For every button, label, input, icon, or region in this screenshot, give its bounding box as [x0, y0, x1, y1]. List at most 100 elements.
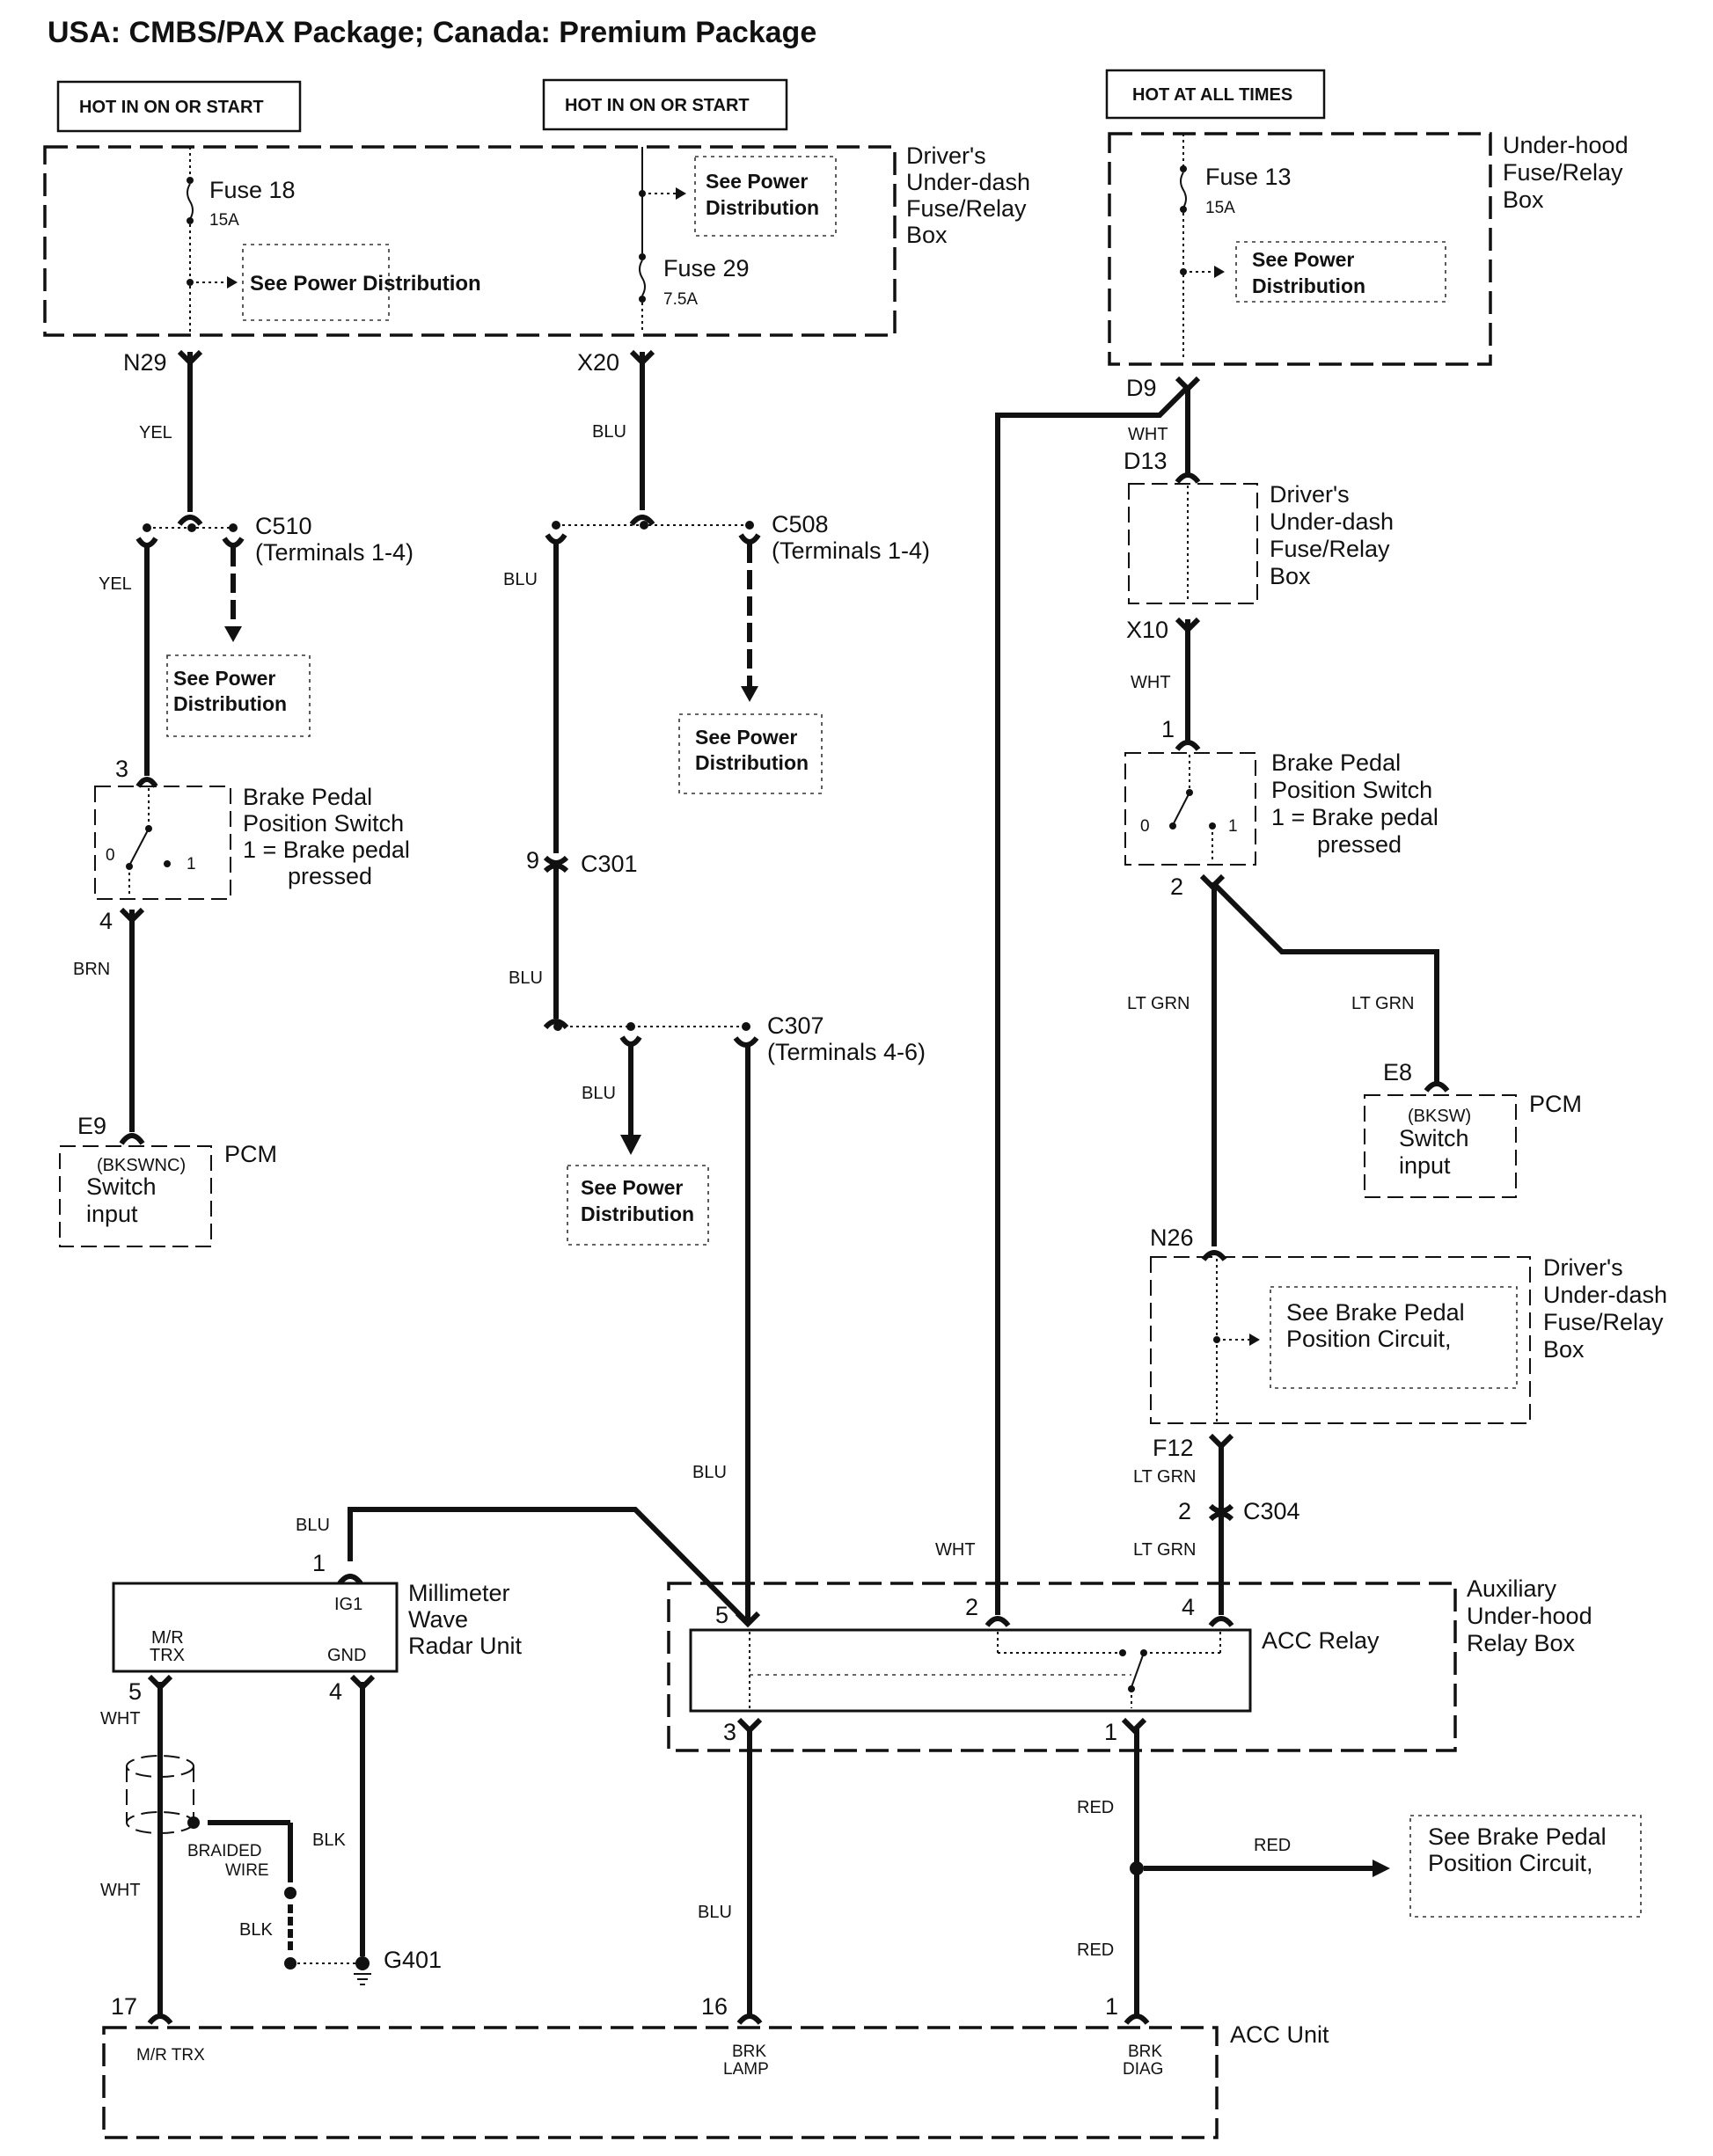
power-source-right: HOT AT ALL TIMES: [1105, 69, 1326, 120]
svg-text:C301: C301: [581, 851, 638, 877]
svg-text:Fuse 13: Fuse 13: [1205, 164, 1292, 190]
svg-text:Wave: Wave: [408, 1606, 468, 1633]
svg-text:HOT IN ON OR START: HOT IN ON OR START: [79, 98, 264, 117]
svg-text:1: 1: [187, 855, 196, 873]
svg-text:Brake Pedal: Brake Pedal: [1271, 749, 1401, 776]
svg-text:IG1: IG1: [334, 1595, 362, 1614]
svg-text:4: 4: [329, 1678, 342, 1705]
svg-text:7.5A: 7.5A: [663, 290, 698, 309]
svg-text:Box: Box: [1543, 1336, 1585, 1363]
svg-text:WHT: WHT: [100, 1709, 141, 1728]
svg-text:C508: C508: [772, 511, 829, 537]
svg-text:Brake Pedal: Brake Pedal: [243, 784, 372, 810]
svg-text:LT GRN: LT GRN: [1351, 994, 1415, 1013]
svg-text:4: 4: [1182, 1594, 1195, 1620]
millimeter-wave-radar-unit: 1 IG1 GND M/R TRX Millimeter Wave Radar …: [100, 1550, 523, 2014]
svg-text:17: 17: [111, 1993, 137, 2020]
see-power-distribution-ref: See Power Distribution: [250, 272, 481, 296]
svg-text:Auxiliary: Auxiliary: [1467, 1575, 1557, 1602]
svg-text:0: 0: [1140, 817, 1150, 836]
svg-text:Driver's: Driver's: [1270, 481, 1350, 508]
svg-text:Relay Box: Relay Box: [1467, 1630, 1576, 1656]
svg-text:BLU: BLU: [698, 1903, 732, 1922]
svg-text:1 = Brake pedal: 1 = Brake pedal: [1271, 804, 1438, 830]
svg-text:(Terminals 1-4): (Terminals 1-4): [772, 537, 930, 564]
svg-text:WHT: WHT: [935, 1540, 976, 1560]
svg-text:BRN: BRN: [73, 960, 110, 979]
svg-text:M/R: M/R: [151, 1628, 184, 1648]
svg-text:TRX: TRX: [150, 1646, 185, 1665]
svg-text:Position Switch: Position Switch: [1271, 777, 1432, 803]
svg-text:Position Circuit,: Position Circuit,: [1428, 1850, 1593, 1876]
svg-text:C510: C510: [255, 513, 312, 539]
svg-text:HOT AT ALL TIMES: HOT AT ALL TIMES: [1132, 85, 1292, 105]
svg-text:BLU: BLU: [509, 968, 543, 988]
svg-text:4: 4: [99, 908, 113, 934]
svg-text:5: 5: [715, 1602, 728, 1628]
svg-text:ACC Unit: ACC Unit: [1230, 2021, 1329, 2048]
svg-text:PCM: PCM: [224, 1141, 277, 1167]
svg-text:BLK: BLK: [239, 1920, 273, 1940]
svg-text:X20: X20: [577, 349, 619, 376]
svg-text:F12: F12: [1153, 1435, 1194, 1461]
svg-text:5: 5: [128, 1678, 142, 1705]
svg-text:1: 1: [312, 1550, 326, 1576]
svg-text:Radar Unit: Radar Unit: [408, 1633, 523, 1659]
svg-text:D13: D13: [1124, 448, 1168, 474]
svg-text:Distribution: Distribution: [1252, 274, 1365, 297]
svg-text:LT GRN: LT GRN: [1127, 994, 1190, 1013]
svg-text:pressed: pressed: [1317, 831, 1402, 858]
svg-text:2: 2: [1178, 1498, 1191, 1524]
svg-text:See Power: See Power: [695, 726, 797, 749]
svg-text:HOT IN ON OR START: HOT IN ON OR START: [565, 96, 750, 115]
svg-text:3: 3: [723, 1719, 736, 1745]
svg-text:Position Switch: Position Switch: [243, 810, 404, 837]
left-circuit: N29 YEL C510 (Terminals 1-4) YEL See Pow…: [59, 349, 414, 1247]
svg-text:See Brake Pedal: See Brake Pedal: [1286, 1299, 1465, 1326]
svg-text:1 = Brake pedal: 1 = Brake pedal: [243, 837, 410, 863]
svg-text:Distribution: Distribution: [695, 751, 809, 774]
svg-text:Driver's: Driver's: [906, 143, 986, 169]
svg-text:9: 9: [526, 847, 539, 873]
svg-text:WHT: WHT: [100, 1881, 141, 1900]
svg-text:Box: Box: [1270, 563, 1311, 589]
svg-text:LT GRN: LT GRN: [1133, 1540, 1197, 1560]
svg-text:Fuse/Relay: Fuse/Relay: [906, 195, 1027, 222]
svg-text:WIRE: WIRE: [225, 1861, 269, 1880]
svg-text:16: 16: [701, 1993, 728, 2020]
diagram-title: USA: CMBS/PAX Package; Canada: Premium P…: [48, 16, 816, 49]
svg-text:Box: Box: [1503, 186, 1544, 213]
svg-text:RED: RED: [1254, 1836, 1291, 1855]
svg-text:BRK: BRK: [1128, 2043, 1162, 2061]
drivers-underdash-box-top: Driver's Under-dash Fuse/Relay Box: [43, 143, 1030, 337]
svg-text:ACC Relay: ACC Relay: [1262, 1627, 1380, 1654]
svg-text:Under-hood: Under-hood: [1503, 132, 1629, 158]
svg-text:1: 1: [1104, 1719, 1117, 1745]
svg-text:Millimeter: Millimeter: [408, 1580, 510, 1606]
svg-text:N29: N29: [123, 349, 167, 376]
svg-text:See Brake Pedal: See Brake Pedal: [1428, 1823, 1607, 1850]
svg-text:(BKSWNC): (BKSWNC): [97, 1156, 186, 1175]
power-source-middle: HOT IN ON OR START: [542, 78, 788, 131]
svg-text:Fuse 18: Fuse 18: [209, 177, 296, 203]
svg-text:BLU: BLU: [503, 570, 538, 589]
svg-text:YEL: YEL: [139, 423, 172, 442]
svg-text:Fuse/Relay: Fuse/Relay: [1543, 1309, 1664, 1335]
svg-text:BLU: BLU: [692, 1463, 727, 1482]
svg-text:BLU: BLU: [592, 422, 626, 442]
svg-text:Switch: Switch: [86, 1173, 157, 1200]
svg-text:PCM: PCM: [1529, 1091, 1582, 1117]
svg-text:C304: C304: [1243, 1498, 1300, 1524]
svg-text:Position Circuit,: Position Circuit,: [1286, 1326, 1452, 1352]
svg-text:N26: N26: [1150, 1224, 1194, 1251]
svg-text:Under-hood: Under-hood: [1467, 1603, 1592, 1629]
svg-text:YEL: YEL: [99, 574, 132, 594]
svg-text:GND: GND: [327, 1646, 366, 1665]
svg-text:BLK: BLK: [312, 1831, 346, 1850]
svg-text:3: 3: [115, 756, 128, 782]
svg-text:WHT: WHT: [1131, 673, 1171, 692]
svg-text:2: 2: [1170, 873, 1183, 900]
underhood-box: Under-hood Fuse/Relay Box Fuse 13 15A Se…: [1108, 132, 1629, 366]
svg-text:BRAIDED: BRAIDED: [187, 1842, 261, 1860]
